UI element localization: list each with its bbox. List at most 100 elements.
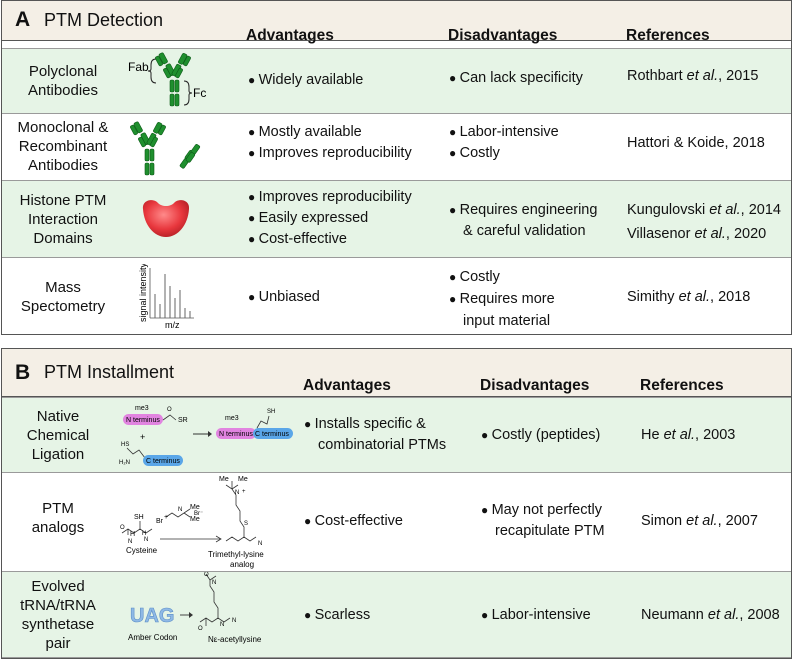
polyclonal-antibody-icon: Fab Fc: [128, 52, 206, 107]
col-header-disadvantages: Disadvantages: [448, 27, 558, 44]
svg-text:N: N: [235, 490, 239, 496]
panel-b-letter: B: [15, 361, 31, 384]
svg-text:Cysteine: Cysteine: [126, 546, 158, 555]
col-header-disadvantages: Disadvantages: [480, 377, 590, 394]
svg-text:SH: SH: [134, 514, 144, 521]
col-header-references: References: [626, 27, 710, 44]
row-mass-spec: Mass Spectometry signal intensity m/z Un…: [2, 258, 791, 334]
row-ncl: Native Chemical Ligation me3 N terminus …: [2, 397, 791, 473]
svg-text:N terminus: N terminus: [219, 431, 253, 438]
svg-text:N terminus: N terminus: [126, 417, 160, 424]
method-label: PTM analogs: [31, 500, 85, 536]
panel-b-header: B PTM Installment: [2, 349, 791, 397]
disadvantages-list: Labor-intensive Costly: [449, 122, 559, 164]
svg-text:N: N: [220, 622, 224, 628]
row-ptm-analogs: PTM analogs SH H N O H: [2, 473, 791, 571]
svg-text:Nε-acetyllysine: Nε-acetyllysine: [208, 635, 262, 644]
svg-text:O: O: [198, 626, 203, 632]
row-evolved-trna: Evolved tRNA/tRNA synthetase pair UAG Am…: [2, 571, 791, 658]
disadvantages-list: Labor-intensive: [481, 605, 591, 626]
disadvantages-list: Can lack specificity: [449, 68, 583, 89]
ms-ylabel: signal intensity: [138, 264, 148, 322]
panel-b-title: PTM Installment: [44, 362, 175, 382]
ms-xlabel: m/z: [165, 320, 180, 330]
advantages-list: Mostly available Improves reproducibilit…: [248, 122, 412, 164]
svg-text:me3: me3: [225, 415, 239, 422]
svg-text:N: N: [232, 618, 236, 624]
fc-label: Fc: [193, 86, 206, 100]
method-label: Polyclonal Antibodies: [27, 63, 99, 99]
monoclonal-antibody-icon: [130, 121, 201, 176]
svg-text:Me: Me: [190, 504, 200, 511]
advantages-list: Improves reproducibility Easily expresse…: [248, 187, 412, 250]
panel-a-title: PTM Detection: [44, 10, 164, 30]
svg-text:+: +: [140, 432, 145, 442]
svg-text:analog: analog: [230, 560, 254, 569]
svg-text:Br⁻: Br⁻: [194, 511, 203, 517]
svg-text:+: +: [164, 514, 168, 521]
reference: Rothbart et al., 2015: [627, 68, 759, 84]
amber-codon-diagram: UAG Amber Codon O N O N N Nε-acetyllysin…: [128, 572, 262, 644]
disadvantages-list: Requires engineering & careful validatio…: [449, 200, 598, 242]
svg-text:N: N: [258, 541, 262, 547]
method-label: Histone PTM Interaction Domains: [19, 192, 107, 247]
method-label: Mass Spectometry: [20, 279, 106, 315]
row-monoclonal: Monoclonal & Recombinant Antibodies: [2, 114, 791, 180]
advantages-list: Unbiased: [248, 287, 320, 308]
svg-text:H₂N: H₂N: [119, 460, 130, 466]
col-header-references: References: [640, 377, 724, 394]
disadvantages-list: Costly (peptides): [481, 425, 601, 446]
svg-text:HS: HS: [121, 442, 129, 448]
reference: Simithy et al., 2018: [627, 289, 751, 305]
fab-label: Fab: [128, 60, 149, 74]
uag-label: UAG: [130, 605, 174, 627]
advantages-list: Cost-effective: [304, 511, 403, 532]
svg-text:Me: Me: [219, 476, 229, 483]
svg-text:+: +: [242, 489, 246, 495]
svg-text:Trimethyl-lysine: Trimethyl-lysine: [208, 550, 264, 559]
svg-text:S: S: [244, 521, 248, 527]
reference: Hattori & Koide, 2018: [627, 135, 765, 151]
reference: Kungulovski et al., 2014 Villasenor et a…: [627, 202, 781, 242]
svg-text:SH: SH: [267, 409, 275, 415]
svg-text:N: N: [144, 537, 148, 543]
row-polyclonal: Polyclonal Antibodies Fab Fc: [2, 48, 791, 114]
svg-text:Me: Me: [190, 516, 200, 523]
panel-b: B PTM Installment Advantages Disadvantag…: [1, 348, 792, 659]
svg-text:N: N: [212, 580, 216, 586]
reader-domain-icon: [142, 200, 190, 237]
col-header-advantages: Advantages: [246, 27, 334, 44]
method-label: Native Chemical Ligation: [26, 408, 90, 463]
svg-text:O: O: [204, 572, 209, 578]
svg-text:H: H: [130, 531, 135, 538]
reference: Neumann et al., 2008: [641, 607, 780, 623]
svg-text:O: O: [120, 525, 125, 531]
panel-a: A PTM Detection Advantages Disadvantages…: [1, 0, 792, 335]
svg-text:H: H: [142, 531, 146, 537]
analog-reaction-diagram: SH H N O H N + Br Me Me N Br⁻ Cysteine M…: [120, 476, 264, 569]
method-label: Evolved tRNA/tRNA synthetase pair: [20, 578, 96, 652]
advantages-list: Installs specific & combinatorial PTMs: [304, 414, 447, 456]
svg-text:N: N: [128, 539, 132, 545]
disadvantages-list: Costly Requires more input material: [449, 266, 555, 332]
advantages-list: Scarless: [304, 605, 371, 626]
svg-text:C terminus: C terminus: [255, 431, 289, 438]
svg-text:SR: SR: [178, 417, 188, 424]
ncl-reaction-diagram: me3 N terminus O SR + HS H₂N C terminus …: [119, 405, 293, 466]
col-header-advantages: Advantages: [303, 377, 391, 394]
svg-text:Br: Br: [156, 518, 164, 525]
svg-text:C terminus: C terminus: [146, 458, 180, 465]
svg-text:Amber Codon: Amber Codon: [128, 633, 177, 642]
panel-a-letter: A: [15, 8, 31, 31]
panel-a-header: A PTM Detection: [2, 1, 791, 41]
method-label: Monoclonal & Recombinant Antibodies: [17, 119, 109, 174]
advantages-list: Widely available: [248, 70, 364, 91]
svg-text:O: O: [167, 407, 172, 413]
reference: He et al., 2003: [641, 427, 736, 443]
mass-spectrum-icon: signal intensity m/z: [138, 264, 194, 330]
svg-text:Me: Me: [238, 476, 248, 483]
svg-text:N: N: [178, 507, 182, 513]
svg-text:me3: me3: [135, 405, 149, 412]
row-interaction-domains: Histone PTM Interaction Domains Improves…: [2, 180, 791, 258]
disadvantages-list: May not perfectly recapitulate PTM: [481, 500, 605, 542]
